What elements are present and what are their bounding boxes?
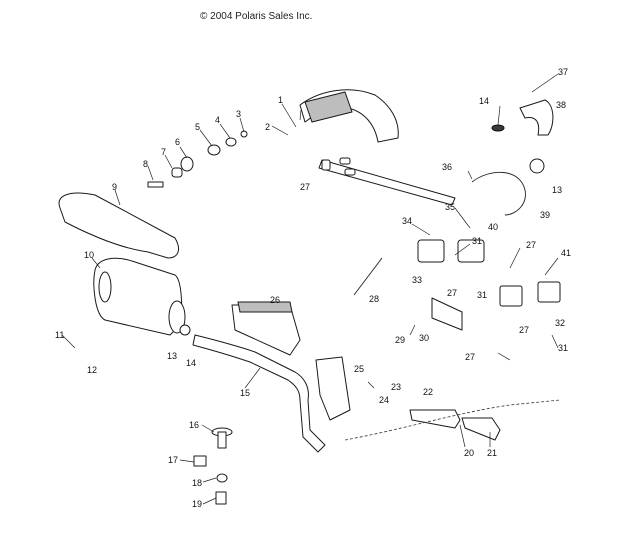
callout-40: 40 <box>488 222 498 232</box>
callout-6: 6 <box>175 137 180 147</box>
callout-4: 4 <box>215 115 220 125</box>
callout-13: 13 <box>167 351 177 361</box>
cable-loop <box>471 171 526 216</box>
lower-heat-shield <box>315 356 351 421</box>
callout-26: 26 <box>270 295 280 305</box>
callout-38: 38 <box>556 100 566 110</box>
muffler <box>93 257 191 336</box>
flow-line <box>344 399 561 441</box>
callout-27b: 27 <box>447 288 457 298</box>
callout-31c: 31 <box>558 343 568 353</box>
callout-1: 1 <box>278 95 283 105</box>
callout-39: 39 <box>540 210 550 220</box>
callout-22: 22 <box>423 387 433 397</box>
outlet-elbow <box>491 99 554 174</box>
callout-30: 30 <box>419 333 429 343</box>
callout-29: 29 <box>395 335 405 345</box>
callout-19: 19 <box>192 499 202 509</box>
callout-10: 10 <box>84 250 94 260</box>
long-rod <box>353 257 383 296</box>
callout-25: 25 <box>354 364 364 374</box>
callout-27c: 27 <box>526 240 536 250</box>
callout-7: 7 <box>161 147 166 157</box>
callout-5: 5 <box>195 122 200 132</box>
callout-27e: 27 <box>465 352 475 362</box>
callout-32: 32 <box>555 318 565 328</box>
upper-heat-shield <box>299 89 399 143</box>
callout-23: 23 <box>391 382 401 392</box>
callout-34: 34 <box>402 216 412 226</box>
callout-13b: 13 <box>552 185 562 195</box>
callout-41: 41 <box>561 248 571 258</box>
callout-36: 36 <box>442 162 452 172</box>
callout-12: 12 <box>87 365 97 375</box>
callout-28: 28 <box>369 294 379 304</box>
callout-8: 8 <box>143 159 148 169</box>
callout-31b: 31 <box>477 290 487 300</box>
callout-17: 17 <box>168 455 178 465</box>
callout-2: 2 <box>265 122 270 132</box>
muffler-heat-shield <box>58 192 179 259</box>
callout-14: 14 <box>186 358 196 368</box>
callout-21: 21 <box>487 448 497 458</box>
callout-18: 18 <box>192 478 202 488</box>
relay-cluster <box>417 239 561 331</box>
mounting-bar <box>318 159 456 206</box>
callout-15: 15 <box>240 388 250 398</box>
callout-27a: 27 <box>300 182 310 192</box>
callout-35: 35 <box>445 202 455 212</box>
tail-pipe-assembly <box>409 409 501 441</box>
callout-31a: 31 <box>472 236 482 246</box>
callout-20: 20 <box>464 448 474 458</box>
callout-37: 37 <box>558 67 568 77</box>
callout-27d: 27 <box>519 325 529 335</box>
callout-14b: 14 <box>479 96 489 106</box>
callout-16: 16 <box>189 420 199 430</box>
callout-11: 11 <box>55 330 64 340</box>
copyright-notice: © 2004 Polaris Sales Inc. <box>200 11 313 22</box>
exhaust-pipe <box>192 334 326 453</box>
callout-24: 24 <box>379 395 389 405</box>
callout-33: 33 <box>412 275 422 285</box>
spacer-stack <box>147 130 248 188</box>
callout-9: 9 <box>112 182 117 192</box>
callout-3: 3 <box>236 109 241 119</box>
lower-fasteners <box>193 427 233 505</box>
